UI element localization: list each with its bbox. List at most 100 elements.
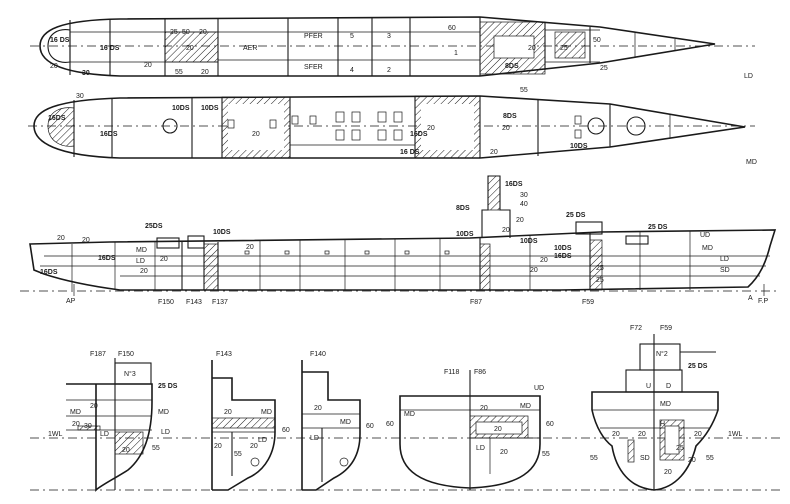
label: 4	[350, 67, 354, 74]
view-label-ld: LD	[744, 73, 753, 80]
label: 25	[676, 445, 684, 452]
label: MD	[520, 403, 531, 410]
label: 8DS	[456, 205, 470, 212]
plan-md-stern-armour	[47, 107, 75, 147]
label: 20	[122, 447, 130, 454]
label: 20	[612, 431, 620, 438]
label: 20	[688, 457, 696, 464]
label: 25 DS	[688, 363, 708, 370]
label: 50	[593, 37, 601, 44]
label: 20	[530, 267, 538, 274]
label: 20	[540, 257, 548, 264]
view-label-md: MD	[746, 159, 757, 166]
label: F118	[444, 369, 460, 376]
label: 55	[542, 451, 550, 458]
label: 8DS	[505, 63, 519, 70]
label: 20	[160, 256, 168, 263]
label: SFER	[304, 64, 323, 71]
label: 20	[140, 268, 148, 275]
label: 20	[252, 131, 260, 138]
label: 10DS	[570, 143, 588, 150]
label: LD	[161, 429, 170, 436]
label: 25DS	[145, 223, 163, 230]
label: 20	[694, 431, 702, 438]
label: 2	[387, 67, 391, 74]
label: 55	[234, 451, 242, 458]
label: UD	[534, 385, 544, 392]
label: MD	[261, 409, 272, 416]
label: 25	[170, 29, 178, 36]
label: 25	[596, 265, 604, 272]
label: MD	[660, 401, 671, 408]
label: 55	[520, 87, 528, 94]
label: 20	[314, 405, 322, 412]
label: N°3	[124, 370, 136, 378]
cross-section-f187-f150: F187 F150 N°3 25 DS 20 MD MD 20 1WL 30 L…	[48, 351, 178, 492]
profile-belt-aft	[203, 243, 219, 291]
section3-outline	[301, 360, 361, 491]
plan-md-equipment-boxes	[227, 111, 582, 141]
label: F86	[474, 369, 486, 376]
label: 55	[152, 445, 160, 452]
label: F143	[186, 299, 202, 306]
label: 16DS	[98, 255, 116, 262]
label: 16 DS	[400, 149, 420, 156]
cross-section-f143: F143 20 MD 60 LD 20 55 20	[211, 351, 290, 491]
label: LD	[136, 258, 145, 265]
label: SD	[720, 267, 730, 274]
label: 25 DS	[566, 212, 586, 219]
label: MD	[136, 247, 147, 254]
side-profile-view: 16DS 30 40 20 8DS 20 25DS 25 DS 25 DS 10…	[20, 175, 780, 306]
profile-belt-mid	[479, 243, 491, 291]
section5-outline	[591, 391, 719, 491]
label: 55	[590, 455, 598, 462]
label: 60	[366, 423, 374, 430]
label: 20	[90, 403, 98, 410]
label: 3	[387, 33, 391, 40]
label: 1	[454, 50, 458, 57]
label: 50	[182, 29, 190, 36]
label: 1WL	[728, 431, 743, 438]
label: 20	[516, 217, 524, 224]
plan-md-hatch-circle-fwd2	[626, 116, 646, 136]
label: 30	[84, 423, 92, 430]
label: 25 DS	[158, 383, 178, 390]
label: 16 DS	[100, 45, 120, 52]
label: 20	[201, 69, 209, 76]
label: SD	[640, 455, 650, 462]
label: 30	[520, 192, 528, 199]
label: F187	[90, 351, 106, 358]
label: 10DS	[520, 238, 538, 245]
label: 25	[560, 45, 568, 52]
label: 20	[528, 45, 536, 52]
cross-section-f140: F140 20 MD 60 LD	[301, 351, 374, 491]
label: MD	[70, 409, 81, 416]
profile-ports	[244, 250, 450, 255]
label: 20	[199, 29, 207, 36]
plan-ld-fwd-inner-box	[493, 35, 535, 59]
label: LD	[720, 256, 729, 263]
label: LD	[100, 431, 109, 438]
label: A	[748, 295, 753, 302]
label: 20	[82, 237, 90, 244]
label: 10DS	[213, 229, 231, 236]
label: 20	[72, 421, 80, 428]
plan-ld-hull-outline	[39, 16, 716, 77]
label: 5	[350, 33, 354, 40]
label: 10DS	[172, 105, 190, 112]
label: 20	[186, 45, 194, 52]
label: F150	[158, 299, 174, 306]
label: 20	[500, 449, 508, 456]
label: 20	[57, 235, 65, 242]
label: 20	[246, 244, 254, 251]
profile-fwd-gun	[625, 235, 649, 245]
label: F87	[470, 299, 482, 306]
profile-aft-structure	[187, 235, 205, 249]
cross-section-f118-f86: F118 F86 UD MD MD 60 60 20 20 LD 20 55	[386, 369, 554, 490]
label: 60	[546, 421, 554, 428]
label: 20	[638, 431, 646, 438]
label: H	[660, 421, 665, 428]
label: 20	[144, 62, 152, 69]
label: 10DS	[554, 245, 572, 252]
label: LD	[258, 437, 267, 444]
